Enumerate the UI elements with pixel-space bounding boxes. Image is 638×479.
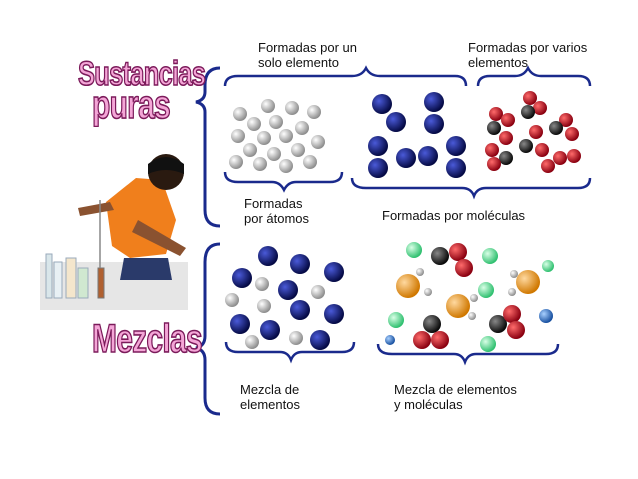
element-mixture-cluster (225, 246, 344, 350)
pure-substances-brace (195, 66, 221, 228)
element-molecule-mixture-cluster (385, 242, 554, 352)
mix-elements-brace (224, 341, 356, 364)
red-black-molecules-cluster (485, 91, 581, 173)
single-element-label: Formadas por un solo elemento (258, 40, 357, 70)
molecules-brace (350, 177, 592, 200)
element-molecule-mixture-label: Mezcla de elementos y moléculas (394, 382, 517, 412)
element-mixture-label: Mezcla de elementos (240, 382, 300, 412)
student-photo (40, 150, 188, 310)
pure-substances-title-line1: Sustancias (77, 55, 206, 93)
single-element-brace (223, 65, 468, 87)
molecules-label: Formadas por moléculas (382, 208, 526, 223)
several-elements-label: Formadas por varios elementos (468, 40, 588, 70)
several-elements-brace (476, 65, 592, 87)
mix-molecules-brace (376, 343, 560, 366)
atoms-brace (223, 171, 344, 193)
mixtures-brace (195, 242, 221, 416)
pure-substances-title-line2: puras (91, 83, 171, 127)
mixtures-title: Mezclas (91, 317, 203, 361)
gray-atoms-cluster (229, 99, 325, 173)
atoms-label: Formadas por átomos (244, 196, 310, 226)
navy-molecules-cluster (368, 92, 466, 178)
